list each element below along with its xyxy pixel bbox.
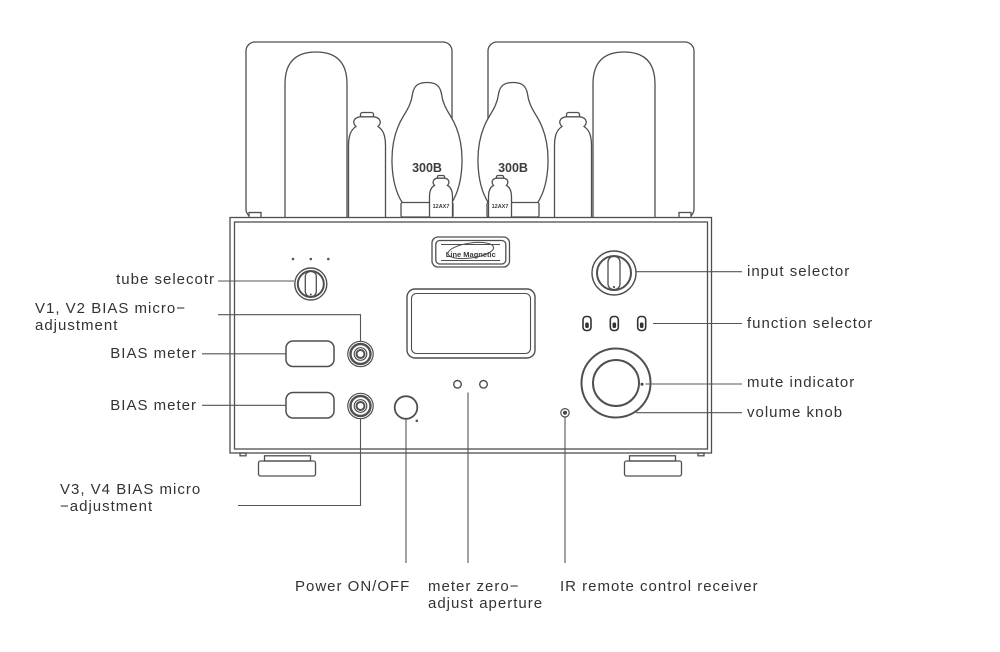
driver-tube-left — [347, 111, 387, 219]
tube-glass — [553, 116, 593, 219]
preamp-tube-left: 12AX7 — [428, 174, 454, 219]
label-meter-zero: meter zero− adjust aperture — [428, 578, 543, 612]
knob-index-dot — [309, 293, 312, 296]
knob-center — [355, 401, 366, 411]
meter-zero-aperture-right — [479, 379, 489, 389]
badge-logo-swoosh — [447, 241, 495, 260]
label-line: adjust aperture — [428, 595, 544, 612]
leader-v3v4-bias — [238, 419, 362, 507]
input-selector-knob — [591, 250, 637, 296]
display-bezel — [406, 288, 536, 359]
tube-label-300b-left: 300B — [412, 161, 442, 175]
tube-glass — [487, 177, 513, 219]
label-line: meter zero− — [428, 578, 520, 595]
rectifier-tube-left — [284, 51, 348, 218]
function-selector-toggles — [582, 315, 647, 332]
power-button — [393, 395, 419, 420]
panel-controls: Line Magnetic — [285, 236, 652, 423]
knob-ring — [353, 347, 368, 361]
selector-dot-3 — [327, 257, 330, 261]
display-glass — [410, 292, 532, 355]
toggle-lever — [612, 322, 617, 328]
knob-inner-ring — [592, 359, 640, 407]
knob-center — [355, 349, 366, 359]
tube-label-12ax7-right: 12AX7 — [492, 204, 509, 210]
chassis-tab-right — [697, 452, 705, 457]
knob-ring — [347, 392, 374, 420]
top-works: 300B 300B 12AX7 12AX7 — [245, 41, 695, 219]
volume-knob-control — [580, 347, 652, 419]
function-toggle-2 — [609, 315, 620, 332]
tube-glass — [347, 116, 387, 219]
knob-index-dot — [612, 285, 616, 289]
selector-dot-1 — [291, 257, 295, 261]
label-ir-receiver: IR remote control receiver — [560, 578, 759, 595]
label-volume-knob: volume knob — [747, 404, 844, 421]
ir-ring — [560, 407, 570, 418]
knob-outer-ring — [580, 347, 652, 419]
meter-zero-aperture-left — [453, 379, 463, 389]
function-toggle-3 — [636, 315, 647, 332]
bias-adjust-knob-top — [347, 340, 374, 368]
label-v3v4-bias: V3, V4 BIAS micro −adjustment — [60, 481, 201, 515]
leader-v1v2-bias — [218, 314, 362, 341]
rectifier-tube-right — [592, 51, 656, 218]
ir-eye — [563, 410, 567, 415]
bias-adjust-knob-bottom — [347, 392, 374, 420]
toggle-lever — [585, 322, 589, 328]
label-bias-meter-bottom: BIAS meter — [110, 397, 197, 414]
badge-inner — [435, 239, 507, 265]
badge-outer — [431, 236, 511, 268]
foot-right — [623, 460, 683, 477]
function-toggle-1 — [582, 315, 592, 332]
label-line: −adjustment — [60, 498, 154, 515]
foot-flange-right — [628, 455, 677, 462]
knob-grip-bar — [607, 255, 621, 291]
leader-lines — [202, 271, 742, 563]
front-panel — [233, 221, 709, 450]
badge-brand-text: Line Magnetic — [446, 250, 496, 259]
tube-selector-knob — [291, 257, 330, 301]
knob-outer-ring — [294, 267, 328, 301]
brand-badge: Line Magnetic — [431, 236, 511, 268]
knob-knurl — [349, 342, 372, 366]
preamp-tube-right: 12AX7 — [487, 174, 513, 219]
label-power: Power ON/OFF — [295, 578, 411, 595]
tube-glass — [477, 81, 549, 204]
selector-dot-2 — [309, 257, 313, 261]
label-function-selector: function selector — [747, 315, 874, 332]
tube-glass — [391, 81, 463, 204]
label-line: adjustment — [35, 317, 119, 334]
knob-grip-bar — [304, 270, 317, 298]
label-tube-selector: tube selecotr — [116, 271, 215, 288]
knob-outer-ring — [591, 250, 637, 296]
ir-receiver — [560, 407, 570, 418]
chassis-tab-left — [239, 452, 247, 457]
knob-ring — [347, 340, 374, 368]
toggle-lever — [639, 322, 644, 328]
label-mute-indicator: mute indicator — [747, 374, 856, 391]
knob-knurl — [349, 394, 372, 418]
tube-label-300b-right: 300B — [498, 161, 528, 175]
label-line: V3, V4 BIAS micro — [60, 481, 202, 498]
label-line: V1, V2 BIAS micro− — [35, 300, 186, 317]
mute-indicator-dot — [640, 382, 644, 386]
tube-label-12ax7-left: 12AX7 — [433, 204, 450, 210]
label-input-selector: input selector — [747, 263, 851, 280]
label-v1v2-bias: V1, V2 BIAS micro− adjustment — [35, 300, 186, 334]
foot-left — [257, 460, 317, 477]
display-window — [406, 288, 536, 359]
knob-ring — [353, 399, 368, 413]
power-led — [415, 419, 419, 423]
tube-glass — [428, 177, 454, 219]
driver-tube-right — [553, 111, 593, 219]
foot-flange-left — [263, 455, 312, 462]
label-bias-meter-top: BIAS meter — [110, 345, 197, 362]
